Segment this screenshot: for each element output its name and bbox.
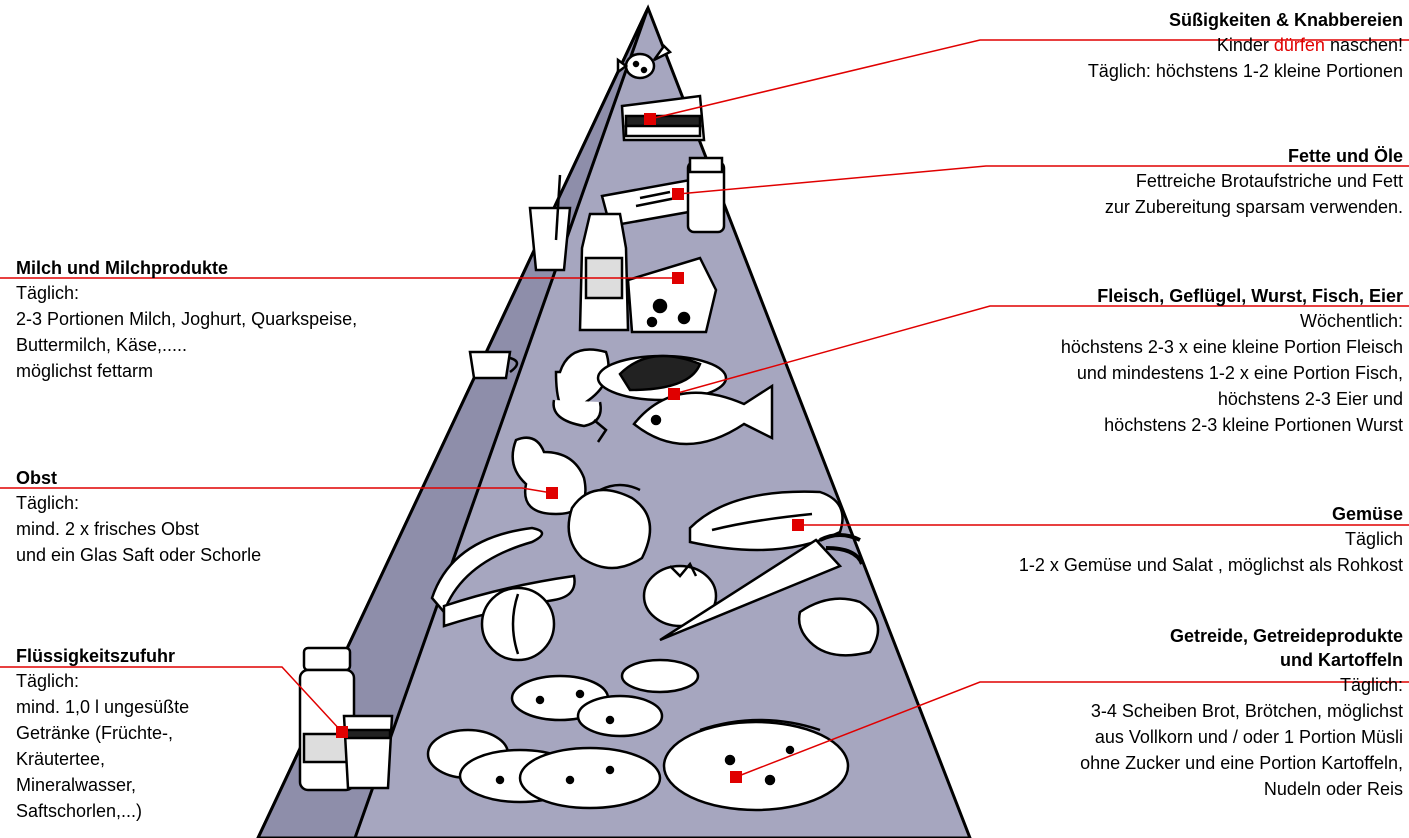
meat-line4: höchstens 2-3 Eier und (1061, 386, 1403, 412)
sweets-line2: Täglich: höchstens 1-2 kleine Portionen (1088, 58, 1403, 84)
fruit-title: Obst (16, 466, 261, 490)
veg-title: Gemüse (1019, 502, 1403, 526)
sweets-line1-highlight: dürfen (1274, 35, 1325, 55)
milk-line1: Täglich: (16, 280, 357, 306)
fats-line2: zur Zubereitung sparsam verwenden. (1105, 194, 1403, 220)
fruit-line3: und ein Glas Saft oder Schorle (16, 542, 261, 568)
grain-title2: und Kartoffeln (1080, 648, 1403, 672)
meat-line5: höchstens 2-3 kleine Portionen Wurst (1061, 412, 1403, 438)
sweets-line1-post: naschen! (1325, 35, 1403, 55)
grain-line2: 3-4 Scheiben Brot, Brötchen, möglichst (1080, 698, 1403, 724)
fats-line1: Fettreiche Brotaufstriche und Fett (1105, 168, 1403, 194)
fats-label: Fette und Öle Fettreiche Brotaufstriche … (1105, 144, 1403, 220)
fluids-label: Flüssigkeitszufuhr Täglich: mind. 1,0 l … (16, 644, 189, 824)
grain-label: Getreide, Getreideprodukte und Kartoffel… (1080, 624, 1403, 802)
fluids-line3: Getränke (Früchte-, (16, 720, 189, 746)
meat-line3: und mindestens 1-2 x eine Portion Fisch, (1061, 360, 1403, 386)
sweets-line1: Kinder dürfen naschen! (1088, 32, 1403, 58)
meat-line1: Wöchentlich: (1061, 308, 1403, 334)
milk-label: Milch und Milchprodukte Täglich: 2-3 Por… (16, 256, 357, 384)
fluids-line4: Kräutertee, (16, 746, 189, 772)
fruit-label: Obst Täglich: mind. 2 x frisches Obst un… (16, 466, 261, 568)
veg-line1: Täglich (1019, 526, 1403, 552)
fluids-line6: Saftschorlen,...) (16, 798, 189, 824)
milk-bottle-icon (580, 214, 628, 330)
grain-line4: ohne Zucker und eine Portion Kartoffeln, (1080, 750, 1403, 776)
grain-line5: Nudeln oder Reis (1080, 776, 1403, 802)
milk-title: Milch und Milchprodukte (16, 256, 357, 280)
bread-loaf-icon (664, 720, 848, 810)
sweets-line1-pre: Kinder (1217, 35, 1274, 55)
veg-line2: 1-2 x Gemüse und Salat , möglichst als R… (1019, 552, 1403, 578)
juice-glass-icon (344, 716, 392, 788)
fluids-line5: Mineralwasser, (16, 772, 189, 798)
grain-title1: Getreide, Getreideprodukte (1080, 624, 1403, 648)
fluids-title: Flüssigkeitszufuhr (16, 644, 189, 668)
milk-line3: Buttermilch, Käse,..... (16, 332, 357, 358)
meat-line2: höchstens 2-3 x eine kleine Portion Flei… (1061, 334, 1403, 360)
sweets-title: Süßigkeiten & Knabbereien (1088, 8, 1403, 32)
grain-line1: Täglich: (1080, 672, 1403, 698)
fats-title: Fette und Öle (1105, 144, 1403, 168)
fluids-line2: mind. 1,0 l ungesüßte (16, 694, 189, 720)
oil-jar-icon (688, 158, 724, 232)
fluids-line1: Täglich: (16, 668, 189, 694)
milk-line2: 2-3 Portionen Milch, Joghurt, Quarkspeis… (16, 306, 357, 332)
fruit-line2: mind. 2 x frisches Obst (16, 516, 261, 542)
veg-label: Gemüse Täglich 1-2 x Gemüse und Salat , … (1019, 502, 1403, 578)
peach-icon (482, 588, 554, 660)
meat-title: Fleisch, Geflügel, Wurst, Fisch, Eier (1061, 284, 1403, 308)
milk-line4: möglichst fettarm (16, 358, 357, 384)
meat-label: Fleisch, Geflügel, Wurst, Fisch, Eier Wö… (1061, 284, 1403, 438)
fruit-line1: Täglich: (16, 490, 261, 516)
sweets-label: Süßigkeiten & Knabbereien Kinder dürfen … (1088, 8, 1403, 84)
grain-line3: aus Vollkorn und / oder 1 Portion Müsli (1080, 724, 1403, 750)
